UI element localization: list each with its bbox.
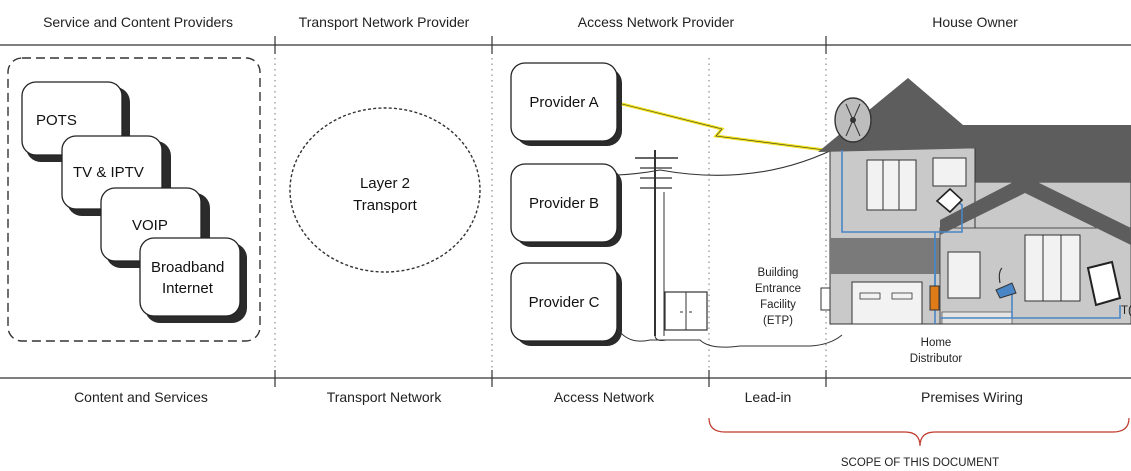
header-service-providers: Service and Content Providers	[43, 14, 233, 30]
transport-cloud: Layer 2 Transport	[289, 107, 481, 273]
provider-a-label: Provider A	[529, 94, 598, 111]
satellite-dish-icon	[834, 97, 872, 143]
cloud-label-line2: Transport	[353, 197, 417, 214]
home-distributor-box	[929, 285, 940, 311]
service-label-broadband: Broadband	[151, 259, 224, 276]
wireless-link-outline	[621, 103, 841, 153]
etp-line-1: Building	[758, 267, 799, 279]
service-card-tv: TV & IPTV	[61, 135, 171, 216]
utility-pole	[635, 150, 678, 336]
tv-icon	[1086, 260, 1122, 307]
home-distributor-line1: Home	[921, 337, 952, 349]
provider-b-box: Provider B	[510, 163, 622, 247]
etp-line-3: Facility	[760, 299, 796, 311]
scope-label: SCOPE OF THIS DOCUMENT	[841, 457, 999, 469]
house-illustration	[818, 78, 1131, 325]
scope-brace	[708, 417, 1130, 447]
footer-lead-in: Lead-in	[745, 389, 792, 405]
footer-premises-wiring: Premises Wiring	[921, 389, 1023, 405]
service-label-pots: POTS	[36, 112, 77, 129]
provider-b-label: Provider B	[529, 195, 599, 212]
footer-transport-network: Transport Network	[327, 389, 443, 405]
header-transport-provider: Transport Network Provider	[299, 14, 470, 30]
service-label-voip: VOIP	[132, 217, 168, 234]
footer-access-network: Access Network	[554, 389, 655, 405]
service-label-internet: Internet	[162, 280, 214, 297]
header-access-provider: Access Network Provider	[578, 14, 735, 30]
pedestal-connector	[654, 335, 667, 341]
telephone-icon	[995, 267, 1017, 299]
tv-label: T(	[1121, 305, 1131, 317]
cloud-label-line1: Layer 2	[360, 175, 410, 192]
home-distributor-line2: Distributor	[910, 353, 963, 365]
laptop-icon	[935, 187, 964, 214]
pedestal-cabinet	[664, 291, 708, 331]
aerial-cable	[616, 144, 843, 176]
wireless-link	[621, 102, 841, 154]
etp-label: Building Entrance Facility (ETP)	[755, 267, 801, 327]
service-label-tv: TV & IPTV	[73, 164, 144, 181]
footer-content-services: Content and Services	[74, 389, 208, 405]
header-house-owner: House Owner	[932, 14, 1018, 30]
etp-line-4: (ETP)	[763, 315, 793, 327]
service-card-broadband: Broadband Internet	[139, 237, 247, 323]
provider-c-box: Provider C	[510, 262, 622, 346]
underground-cable	[616, 327, 843, 348]
services-container	[7, 57, 261, 342]
provider-a-box: Provider A	[510, 62, 622, 146]
etp-line-2: Entrance	[755, 283, 801, 295]
provider-c-label: Provider C	[529, 294, 600, 311]
